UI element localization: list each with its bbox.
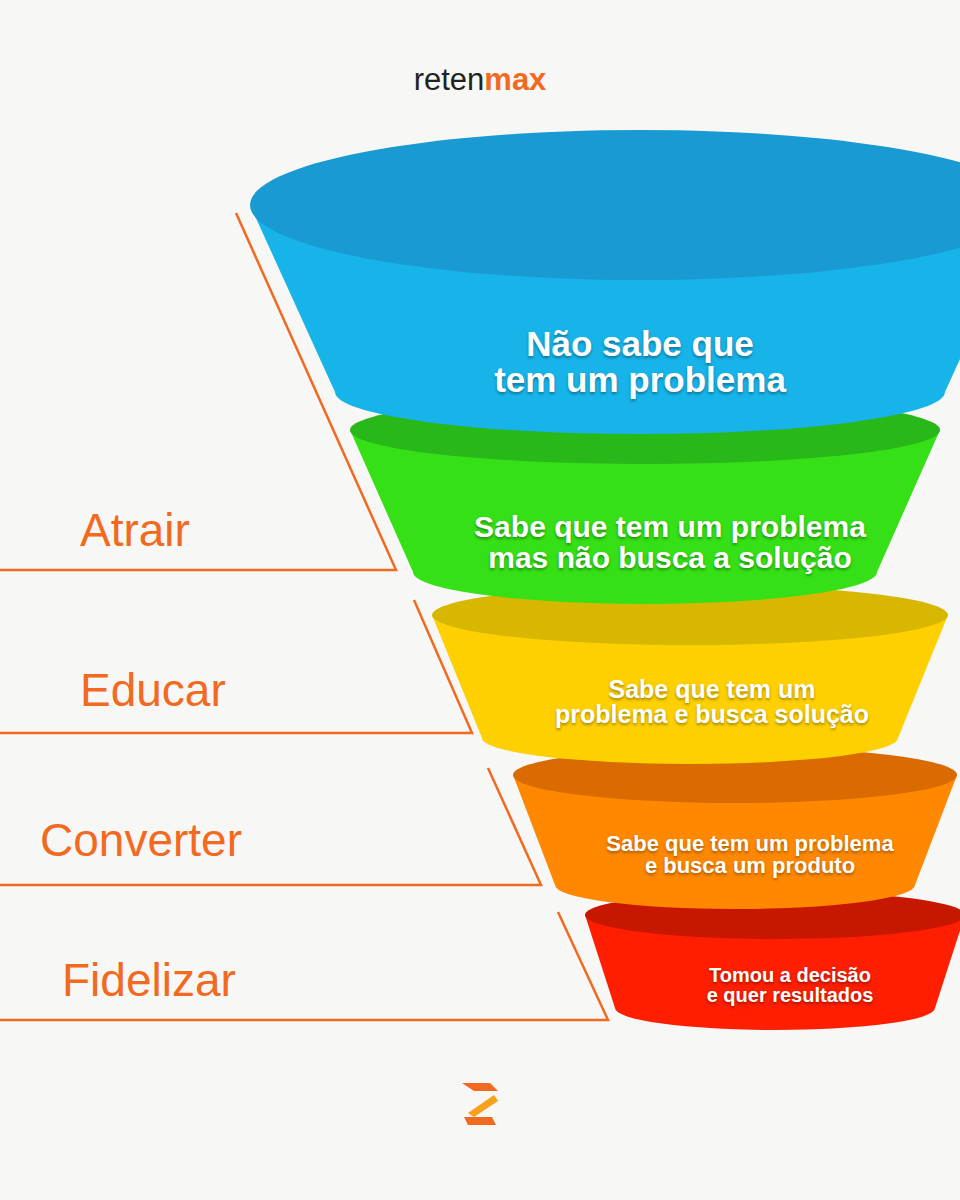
funnel-band: Não sabe que tem um problema [250,130,960,434]
stage-label: Educar [80,663,226,717]
logo-text: reten [414,62,485,98]
band-text: Tomou a decisão e quer resultados [665,965,915,1006]
band-top [350,396,940,464]
band-top [432,585,948,645]
stage-label: Atrair [80,503,190,557]
stage-bracket [0,768,541,885]
funnel-band: Tomou a decisão e quer resultados [585,891,960,1030]
logo-icon [462,1083,498,1125]
band-text: Sabe que tem um problema mas não busca a… [405,512,935,573]
funnel-band: Sabe que tem um problema e busca solução [432,585,948,764]
band-shape [513,747,957,909]
funnel-band: Sabe que tem um problema e busca um prod… [513,747,957,909]
band-top [250,130,960,280]
logo-text: max [484,62,546,98]
band-top [585,891,960,939]
band-text: Sabe que tem um problema e busca um prod… [550,833,950,878]
stage-label: Converter [40,813,242,867]
band-text: Não sabe que tem um problema [430,326,850,397]
band-top [513,747,957,803]
band-shape [585,891,960,1030]
band-text: Sabe que tem um problema e busca solução [482,677,942,728]
stage-label: Fidelizar [62,953,236,1007]
band-shape [432,585,948,764]
stage-bracket [0,912,608,1020]
stage-bracket [0,600,472,733]
